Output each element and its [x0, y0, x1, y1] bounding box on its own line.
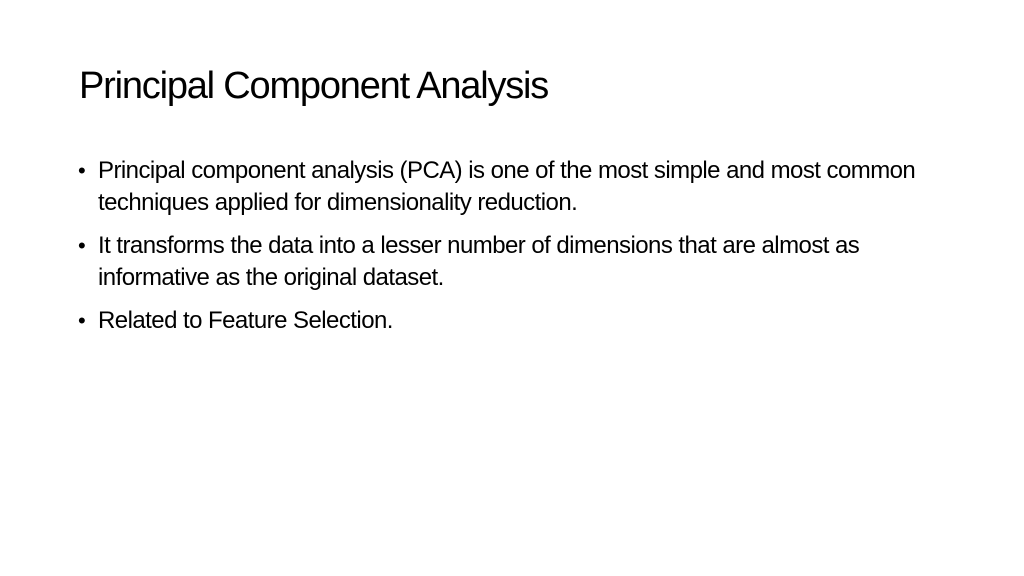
bullet-item: • It transforms the data into a lesser n… [76, 230, 946, 294]
bullet-icon: • [78, 233, 86, 258]
slide-title: Principal Component Analysis [79, 65, 549, 107]
bullet-item: • Principal component analysis (PCA) is … [76, 155, 946, 219]
bullet-list: • Principal component analysis (PCA) is … [76, 155, 946, 348]
bullet-icon: • [78, 308, 86, 333]
bullet-item: • Related to Feature Selection. [76, 305, 946, 337]
bullet-text: Principal component analysis (PCA) is on… [98, 157, 916, 216]
bullet-icon: • [78, 158, 86, 183]
bullet-text: Related to Feature Selection. [98, 307, 393, 334]
bullet-text: It transforms the data into a lesser num… [98, 232, 860, 291]
